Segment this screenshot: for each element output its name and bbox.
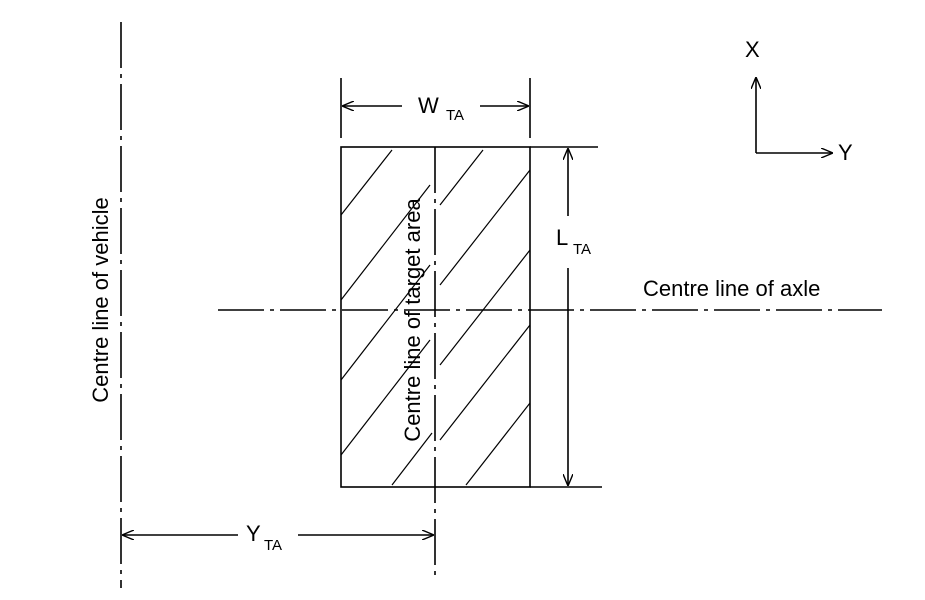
offset-label-subscript: TA — [264, 537, 282, 554]
width-dimension: W TA — [340, 78, 531, 138]
length-dimension: L TA — [530, 146, 602, 488]
target-area-centre-line-label: Centre line of target area — [400, 198, 425, 442]
x-axis-label: X — [745, 37, 760, 62]
width-label-subscript: TA — [446, 107, 464, 124]
offset-label: Y — [246, 521, 261, 546]
coordinate-axes: X Y — [745, 37, 853, 165]
target-area-hatching — [340, 149, 531, 486]
y-axis-label: Y — [838, 140, 853, 165]
vehicle-centre-line-label: Centre line of vehicle — [88, 197, 113, 402]
offset-dimension: Y TA — [123, 521, 433, 554]
length-label-subscript: TA — [573, 241, 591, 258]
width-label: W — [418, 93, 439, 118]
axle-centre-line-label: Centre line of axle — [643, 276, 820, 301]
length-label: L — [556, 225, 568, 250]
